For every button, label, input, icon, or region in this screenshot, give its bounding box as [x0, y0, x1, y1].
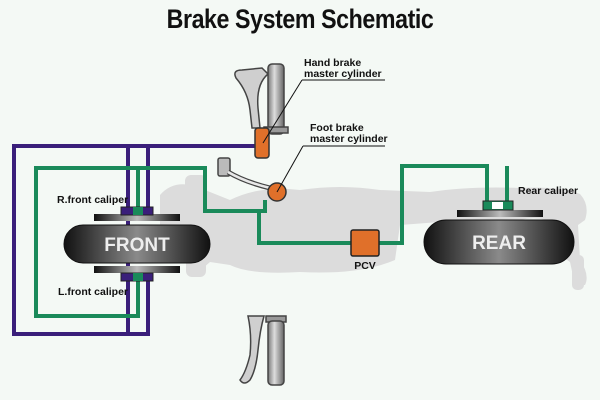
front-tire — [63, 224, 211, 264]
rear-caliper-label: Rear caliper — [518, 185, 578, 197]
r-front-caliper-label: R.front caliper — [57, 194, 128, 206]
front-tire-label: FRONT — [104, 235, 170, 256]
pcv-valve — [350, 229, 380, 257]
foot-brake-label-1: Foot brake — [310, 122, 364, 134]
foot-brake-label-2: master cylinder — [310, 133, 388, 145]
front-brake-lever-lower — [239, 315, 287, 386]
rear-tire-label: REAR — [472, 233, 526, 254]
foot-brake-pedal — [217, 157, 271, 191]
hand-brake-master-cylinder — [254, 127, 270, 159]
rear-tire — [423, 219, 575, 265]
left-front-caliper — [120, 272, 154, 282]
front-disc-lower — [94, 266, 180, 273]
rear-brake-line — [34, 164, 509, 318]
hand-brake-label-1: Hand brake — [304, 57, 361, 69]
diagram-title: Brake System Schematic — [166, 4, 434, 34]
hand-brake-label-2: master cylinder — [304, 68, 382, 80]
foot-brake-leader-line — [276, 145, 304, 193]
l-front-caliper-label: L.front caliper — [58, 286, 128, 298]
front-disc-upper — [94, 214, 180, 221]
hand-brake-leader-line — [262, 79, 303, 144]
rear-disc — [457, 210, 543, 217]
right-front-caliper — [120, 206, 154, 216]
rear-caliper — [482, 200, 514, 211]
pcv-label: PCV — [354, 260, 376, 272]
hand-brake-lever — [234, 63, 289, 135]
